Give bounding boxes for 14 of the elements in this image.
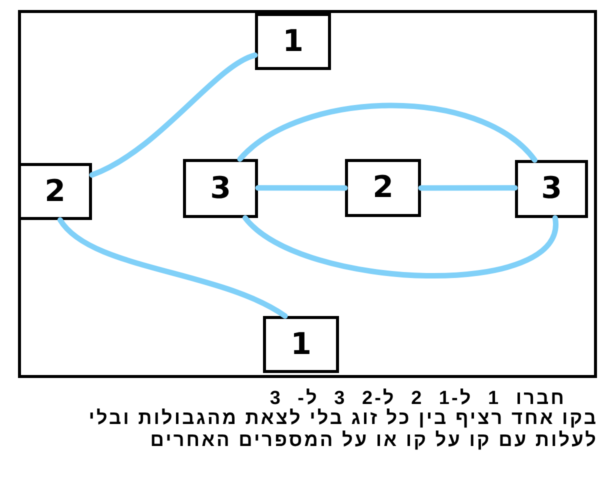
drawn-line — [57, 217, 288, 319]
number-box: 1 — [263, 316, 339, 373]
number-box: 3 — [515, 160, 588, 218]
number-box: 3 — [183, 159, 258, 218]
drawn-line — [242, 215, 558, 278]
drawn-line — [237, 102, 538, 163]
drawn-line — [89, 52, 258, 178]
drawn-line — [418, 185, 518, 191]
instruction-text: חברו 1 ל-1 2 ל-2 3 ל- 3 — [270, 388, 566, 409]
instruction-text: בקו אחד רציף בין כל זוג בלי לצאת מהגבולות ובלי לעלות עם קו על קו או על המספרים האחרים — [88, 408, 598, 452]
drawn-line — [255, 185, 348, 191]
number-box: 1 — [255, 13, 331, 70]
number-box: 2 — [18, 163, 92, 220]
number-box: 2 — [345, 159, 421, 217]
